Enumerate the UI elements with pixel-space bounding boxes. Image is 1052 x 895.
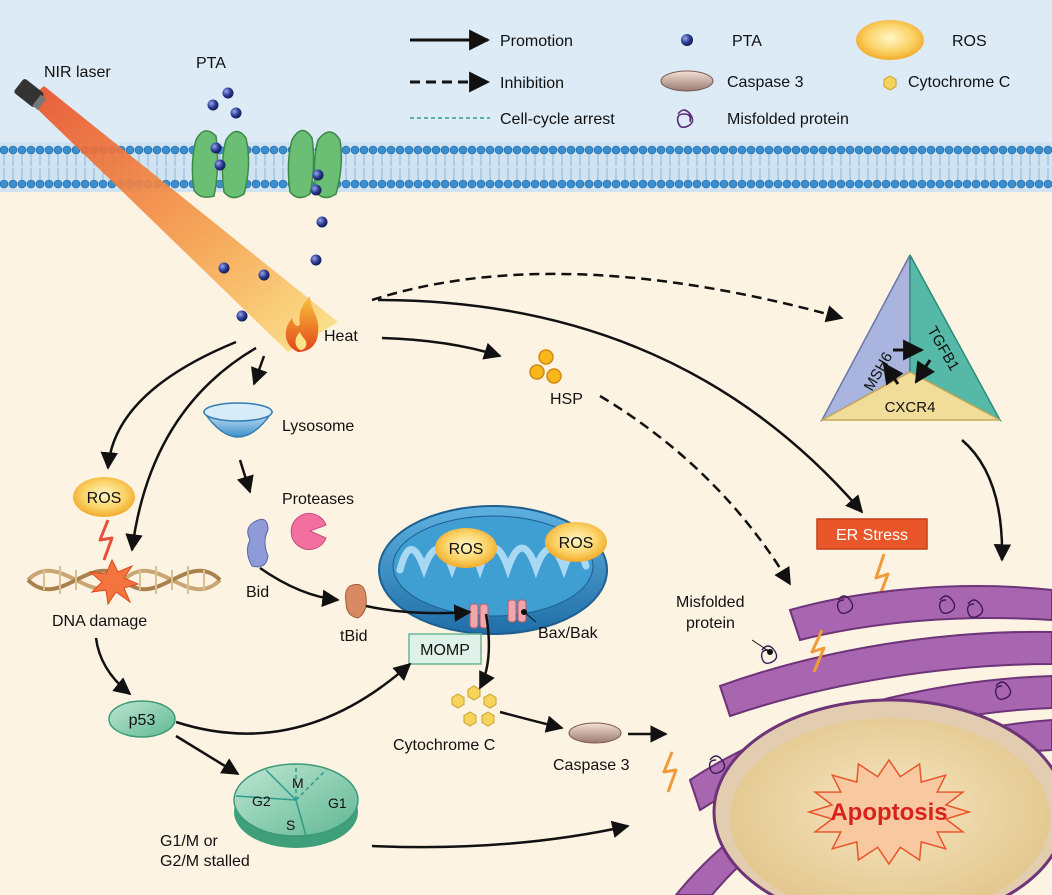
protease-icon bbox=[290, 513, 327, 550]
arrow-pyramid-to-apoptosis bbox=[961, 439, 1012, 562]
ros-mito-right-label: ROS bbox=[559, 535, 594, 552]
cytochrome-c-label: Cytochrome C bbox=[393, 737, 495, 754]
bid-protein bbox=[246, 518, 269, 568]
apoptosis-label: Apoptosis bbox=[830, 799, 947, 826]
legend-misfolded-protein: Misfolded protein bbox=[727, 111, 849, 128]
misfolded-proteins bbox=[708, 595, 1012, 775]
lysosome-label: Lysosome bbox=[282, 418, 354, 435]
arrow-heat-to-lysosome bbox=[251, 355, 268, 386]
arrow-dna-to-p53 bbox=[94, 637, 132, 696]
cycle-s: S bbox=[286, 817, 295, 833]
dna-damage-label: DNA damage bbox=[52, 613, 147, 630]
p53: p53 bbox=[108, 700, 176, 738]
lysosome bbox=[202, 402, 274, 438]
hsp-label: HSP bbox=[550, 391, 583, 408]
legend-pta: PTA bbox=[732, 33, 762, 50]
caspase3-label: Caspase 3 bbox=[553, 757, 630, 774]
tbid-label: tBid bbox=[340, 628, 368, 645]
nir-laser-label: NIR laser bbox=[44, 64, 111, 81]
momp-label: MOMP bbox=[420, 642, 470, 659]
arrow-heat-to-pyramid bbox=[371, 272, 844, 323]
ros-mito-left-label: ROS bbox=[449, 541, 484, 558]
er-stress-label: ER Stress bbox=[836, 527, 908, 544]
ros-mito-right: ROS bbox=[545, 522, 607, 562]
ros-mito-left: ROS bbox=[435, 528, 497, 568]
ros-legend-icon bbox=[856, 20, 924, 60]
bid-label: Bid bbox=[246, 584, 269, 601]
stalled-label-line1: G1/M or bbox=[160, 833, 218, 850]
proteases-label: Proteases bbox=[282, 491, 354, 508]
bax-bak-label: Bax/Bak bbox=[538, 625, 599, 642]
flame-icon bbox=[285, 296, 319, 352]
arrow-tbid-to-baxbak bbox=[365, 604, 472, 622]
lightning-icon bbox=[874, 553, 890, 601]
lightning-icon bbox=[98, 519, 114, 561]
arrow-p53-to-momp bbox=[175, 662, 412, 735]
arrow-p53-to-cellcycle bbox=[175, 734, 240, 776]
caspase3 bbox=[568, 722, 622, 744]
misfolded-label-line2: protein bbox=[686, 615, 735, 632]
arrow-heat-to-dna bbox=[125, 346, 257, 552]
arrow-hsp-inhibits-apoptosis bbox=[599, 394, 792, 586]
arrow-bid-to-tbid bbox=[259, 566, 340, 608]
pathway-arrows bbox=[94, 272, 1012, 849]
pyramid-cxcr4: CXCR4 bbox=[885, 399, 936, 416]
heat-label: Heat bbox=[324, 328, 358, 345]
cycle-g2: G2 bbox=[252, 793, 271, 809]
legend-promotion: Promotion bbox=[500, 33, 573, 50]
momp-box bbox=[408, 633, 482, 665]
misfolded-protein-legend-icon bbox=[676, 109, 694, 129]
legend-caspase3: Caspase 3 bbox=[727, 74, 804, 91]
cell-cycle-pie: M G1 G2 S bbox=[233, 763, 359, 848]
nir-laser bbox=[14, 79, 338, 352]
tbid-protein bbox=[345, 583, 367, 619]
bax-bak-pores bbox=[469, 599, 527, 629]
pta-label: PTA bbox=[196, 55, 226, 72]
arrow-heat-to-hsp bbox=[381, 336, 502, 360]
caspase3-legend-icon bbox=[660, 70, 714, 92]
membrane-channel bbox=[191, 130, 250, 199]
p53-label: p53 bbox=[129, 712, 156, 729]
ros-dna-label: ROS bbox=[87, 490, 122, 507]
misfolded-label-line1: Misfolded bbox=[676, 594, 744, 611]
membrane-channel bbox=[287, 129, 343, 199]
cycle-m: M bbox=[292, 775, 304, 791]
legend-ros: ROS bbox=[952, 33, 987, 50]
lightning-icon bbox=[662, 751, 678, 793]
arrow-mito-to-cytochrome bbox=[478, 613, 495, 690]
legend-inhibition: Inhibition bbox=[500, 75, 564, 92]
arrow-heat-to-ros bbox=[100, 340, 237, 470]
arrow-heat-to-er-stress bbox=[377, 298, 864, 514]
er-stress-box bbox=[816, 518, 928, 550]
legend-cytochrome-c: Cytochrome C bbox=[908, 74, 1010, 91]
stalled-label-line2: G2/M stalled bbox=[160, 853, 250, 870]
arrow-lysosome-to-proteases bbox=[236, 459, 254, 494]
cycle-g1: G1 bbox=[328, 795, 347, 811]
apoptosis-burst: Apoptosis bbox=[806, 758, 972, 866]
arrow-cytochrome-to-caspase bbox=[499, 710, 564, 733]
cytochrome-c-legend-icon bbox=[883, 75, 897, 91]
hsp-cluster bbox=[529, 349, 562, 384]
ros-dna: ROS bbox=[73, 477, 135, 517]
dna-damage-burst bbox=[88, 558, 140, 606]
arrow-cellcycle-to-apoptosis bbox=[371, 820, 630, 849]
pta-particles bbox=[207, 87, 328, 322]
lightning-icon bbox=[810, 629, 826, 673]
legend: Promotion Inhibition Cell-cycle arrest P… bbox=[410, 20, 1010, 129]
pta-legend-icon bbox=[681, 34, 693, 46]
legend-cell-cycle-arrest: Cell-cycle arrest bbox=[500, 111, 615, 128]
